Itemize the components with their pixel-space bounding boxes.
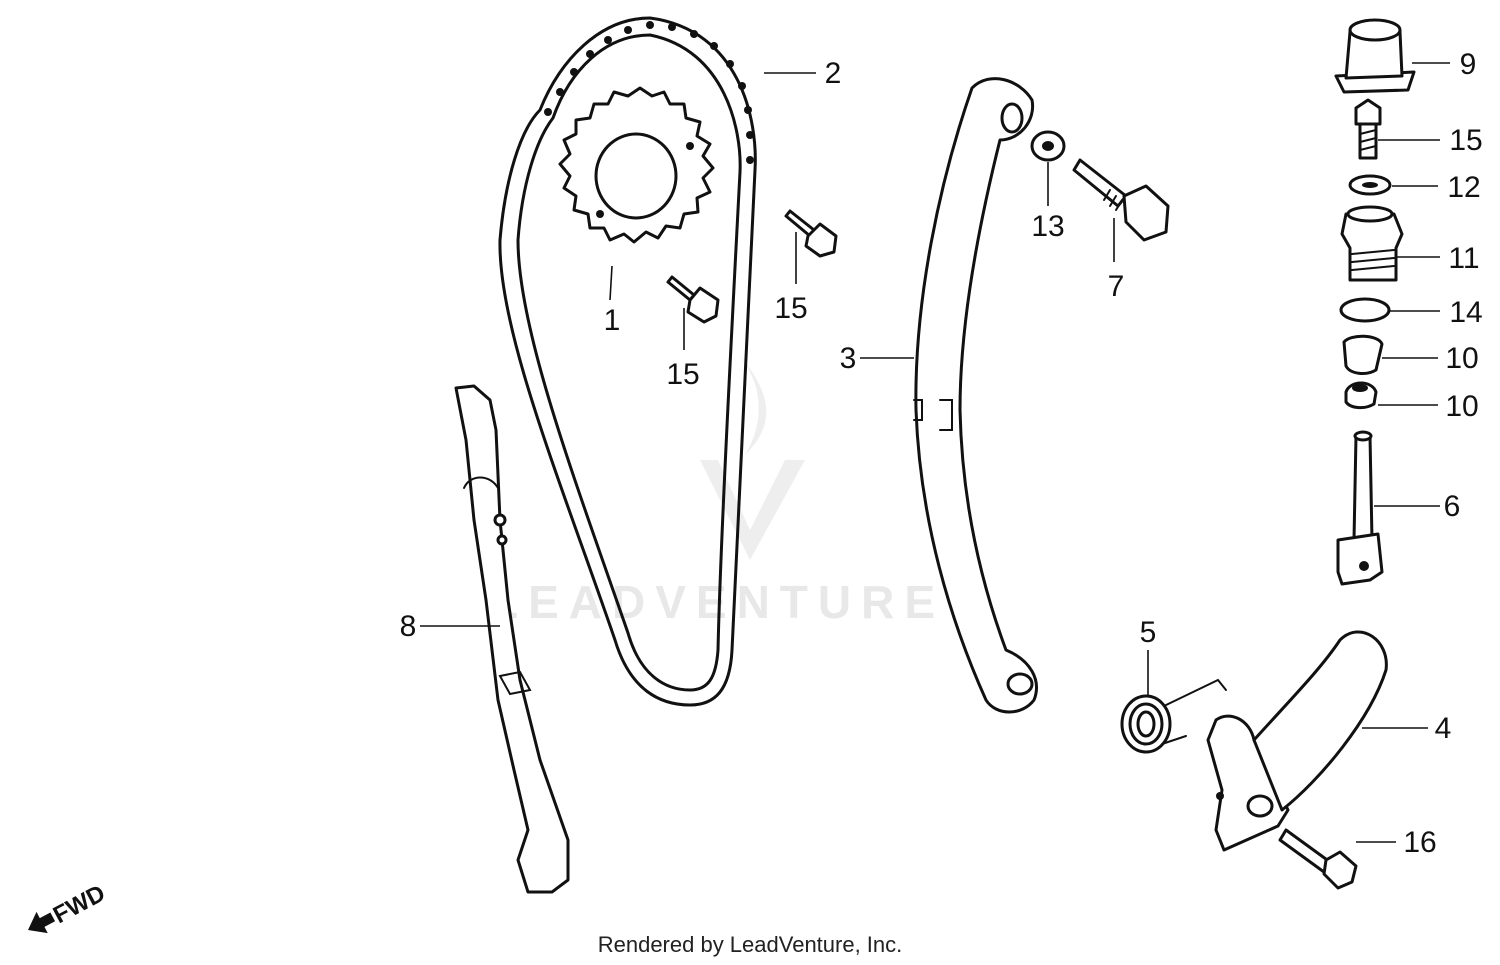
watermark-text: LEADVENTURE (490, 576, 945, 628)
callout-14: 14 (1449, 296, 1482, 329)
tensioner-arm-bolt (1278, 828, 1358, 890)
forward-arrow-icon (28, 911, 56, 934)
sprocket-bolt-left (666, 275, 720, 324)
callout-11: 11 (1448, 242, 1479, 275)
cam-sprocket (558, 86, 715, 244)
forward-label: FWD (49, 880, 110, 929)
callout-15-tensioner: 15 (1449, 124, 1482, 157)
callout-4: 4 (1435, 712, 1452, 745)
callout-6: 6 (1444, 490, 1461, 523)
tensioner-slipper (913, 77, 1038, 714)
tensioner-body (1340, 205, 1404, 282)
callout-2: 2 (825, 57, 842, 90)
callout-5: 5 (1140, 616, 1157, 649)
o-ring (1339, 297, 1391, 323)
callout-8: 8 (400, 610, 417, 643)
leadventure-watermark: LEADVENTURE (490, 350, 945, 628)
tensioner-spring (1120, 678, 1227, 754)
callout-10-lower: 10 (1445, 390, 1478, 423)
callout-16: 16 (1403, 826, 1436, 859)
callout-3: 3 (840, 342, 857, 375)
callout-7: 7 (1108, 270, 1125, 303)
leader-lines (420, 62, 1450, 843)
cam-chain-guide (454, 384, 570, 894)
tensioner-cap (1334, 18, 1416, 94)
callout-10-upper: 10 (1445, 342, 1478, 375)
tensioner-spacer-upper (1342, 334, 1384, 375)
washer-hole (1042, 141, 1054, 151)
callout-9: 9 (1460, 48, 1477, 81)
cam-chain (498, 16, 757, 707)
render-credit: Rendered by LeadVenture, Inc. (597, 932, 903, 957)
callout-12: 12 (1447, 171, 1480, 204)
sprocket-bolt-right (784, 209, 838, 258)
callout-15-sprocket-left: 15 (666, 358, 699, 391)
callout-13: 13 (1031, 210, 1064, 243)
pivot-bolt (1072, 158, 1170, 242)
callout-1: 1 (604, 304, 621, 337)
tensioner-spacer-lower (1344, 381, 1378, 410)
callout-15-sprocket-right: 15 (774, 292, 807, 325)
sealing-washer-hole (1362, 182, 1378, 188)
tensioner-bolt (1354, 98, 1382, 160)
tensioner-shaft (1336, 430, 1384, 586)
tensioner-arm (1206, 630, 1388, 852)
